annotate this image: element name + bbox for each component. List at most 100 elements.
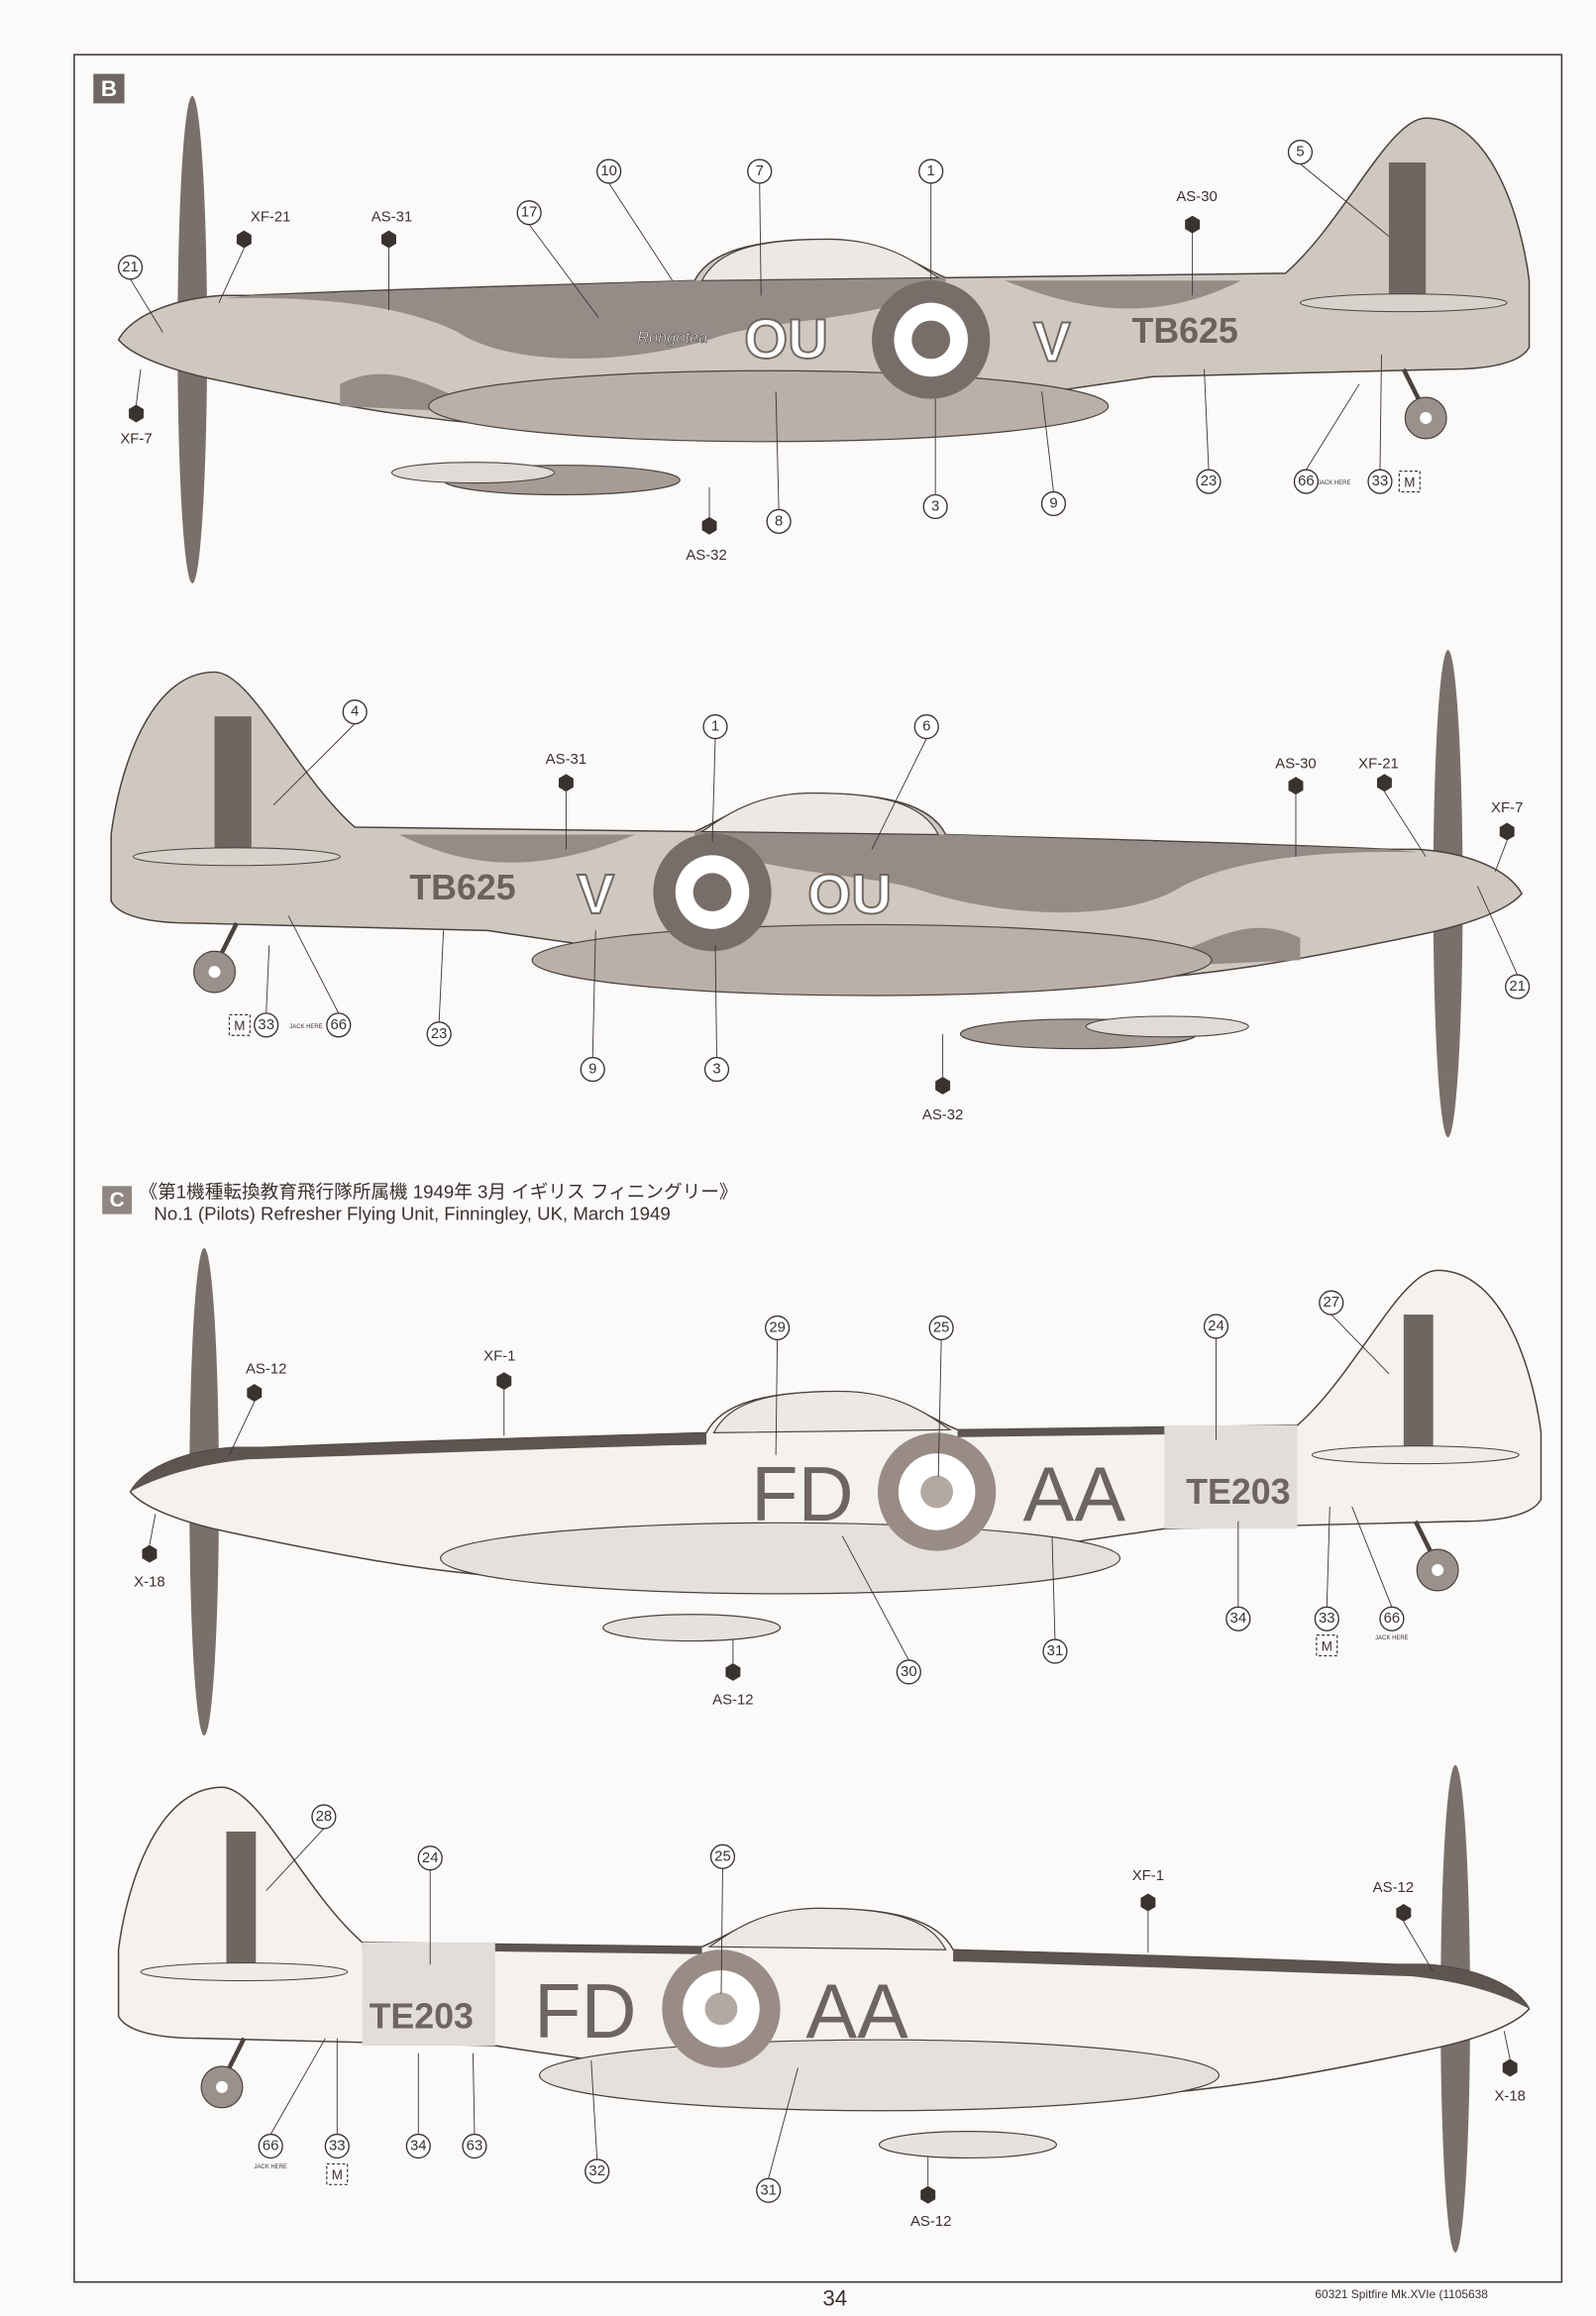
paint-code-as31: AS-31 [372,210,412,311]
callout-31: 31 [1042,1638,1068,1664]
svg-text:1: 1 [711,719,719,735]
svg-text:AS-12: AS-12 [910,2214,951,2230]
callout-63: 63 [462,2133,487,2159]
profile-b-left: OU V TB625 Rongotea 21 17 10 7 1 5 8 3 9… [119,96,1530,583]
callout-3: 3 [703,1056,730,1083]
callout-7: 7 [747,158,773,184]
paint-code-as30: AS-30 [1176,189,1218,296]
callout-66: 66 [258,2133,283,2159]
svg-text:25: 25 [933,1319,950,1335]
callout-31: 31 [756,2177,782,2203]
svg-text:XF-7: XF-7 [1491,800,1523,816]
m-mark: M [228,1013,251,1036]
svg-text:8: 8 [775,513,783,529]
paint-code-as32: AS-32 [922,1033,963,1123]
callout-21: 21 [117,255,144,280]
callout-4: 4 [342,699,368,725]
svg-text:9: 9 [1049,495,1057,511]
code-letter-v: V [577,864,614,926]
callout-28: 28 [311,1804,337,1830]
profile-c-right: FD AA TE203 28 24 25 66 JACK HERE 33 M 3… [119,1765,1530,2253]
svg-text:XF-21: XF-21 [1358,756,1399,772]
roundel [653,832,772,952]
paint-code-xf7: XF-7 [120,368,153,447]
svg-text:25: 25 [714,1848,731,1864]
paint-code-x18: X-18 [1494,2031,1526,2104]
code-letters-ou: OU [807,864,892,926]
paint-code-as32: AS-32 [686,487,727,564]
paint-code-xf1: XF-1 [483,1348,515,1436]
section-c-header: C 《第1機種転換教育飛行隊所属機 1949年 3月 イギリス フィニングリー》… [102,1181,737,1224]
callout-6: 6 [913,714,939,740]
callout-66: 66 [326,1012,352,1038]
svg-text:XF-1: XF-1 [1132,1868,1164,1884]
roundel [662,1949,781,2068]
svg-text:32: 32 [588,2163,605,2179]
svg-text:33: 33 [258,1017,274,1033]
jack-here-note: JACK HERE [289,1024,322,1030]
svg-text:B: B [101,76,117,101]
svg-text:9: 9 [588,1062,596,1078]
svg-text:XF-7: XF-7 [120,431,152,447]
svg-text:X-18: X-18 [134,1574,165,1590]
svg-text:24: 24 [1208,1318,1224,1334]
svg-text:23: 23 [1201,474,1218,489]
callout-29: 29 [765,1315,791,1341]
callout-33: 33 [1314,1606,1339,1632]
paint-code-as12-lower: AS-12 [910,2156,951,2230]
svg-text:10: 10 [600,163,617,179]
svg-text:33: 33 [1319,1611,1335,1627]
svg-text:AS-32: AS-32 [922,1107,963,1123]
callout-32: 32 [585,2158,610,2184]
svg-text:23: 23 [431,1026,448,1042]
svg-text:34: 34 [410,2139,427,2155]
svg-text:7: 7 [756,163,764,179]
callout-8: 8 [766,508,792,534]
jack-here-note: JACK HERE [1318,480,1350,486]
svg-text:31: 31 [760,2182,777,2198]
callout-21: 21 [1505,974,1531,1000]
paint-code-as12: AS-12 [1373,1880,1435,1972]
svg-text:66: 66 [263,2139,279,2155]
roundel [872,280,991,399]
callout-23: 23 [426,1021,452,1047]
code-letter-v: V [1033,311,1071,373]
callout-1: 1 [702,714,728,740]
callout-34: 34 [1225,1606,1251,1632]
callout-24: 24 [417,1845,443,1871]
svg-text:29: 29 [769,1319,786,1335]
svg-text:30: 30 [901,1664,917,1680]
callout-25: 25 [709,1843,736,1869]
section-title-en: No.1 (Pilots) Refresher Flying Unit, Fin… [154,1204,670,1224]
svg-text:24: 24 [422,1850,439,1866]
callout-66: 66 [1379,1606,1405,1632]
svg-text:34: 34 [1230,1611,1247,1627]
nose-art-name: Rongotea [637,329,707,347]
svg-text:AS-31: AS-31 [372,210,412,226]
svg-text:M: M [1404,474,1415,489]
svg-text:XF-1: XF-1 [483,1348,515,1364]
callout-24: 24 [1203,1314,1229,1339]
svg-text:1: 1 [927,163,935,179]
callout-23: 23 [1196,469,1222,494]
svg-text:M: M [234,1018,245,1033]
section-title-jp: 《第1機種転換教育飛行隊所属機 1949年 3月 イギリス フィニングリー》 [139,1181,737,1202]
svg-text:X-18: X-18 [1494,2088,1526,2104]
svg-text:31: 31 [1047,1643,1064,1659]
svg-text:33: 33 [329,2139,346,2155]
m-mark: M [1398,471,1421,493]
svg-text:17: 17 [521,205,538,221]
m-mark: M [326,2162,349,2185]
roundel [878,1432,997,1551]
page-frame [73,53,1563,2283]
code-letters-aa: AA [1023,1452,1126,1537]
serial-number: TE203 [1186,1472,1290,1512]
svg-text:4: 4 [351,704,359,720]
callout-27: 27 [1319,1290,1344,1316]
page-number: 34 [822,2286,847,2311]
paint-code-as30: AS-30 [1275,756,1317,857]
svg-text:AS-30: AS-30 [1176,189,1217,205]
svg-text:AS-12: AS-12 [246,1362,286,1378]
serial-number: TB625 [1131,311,1237,351]
